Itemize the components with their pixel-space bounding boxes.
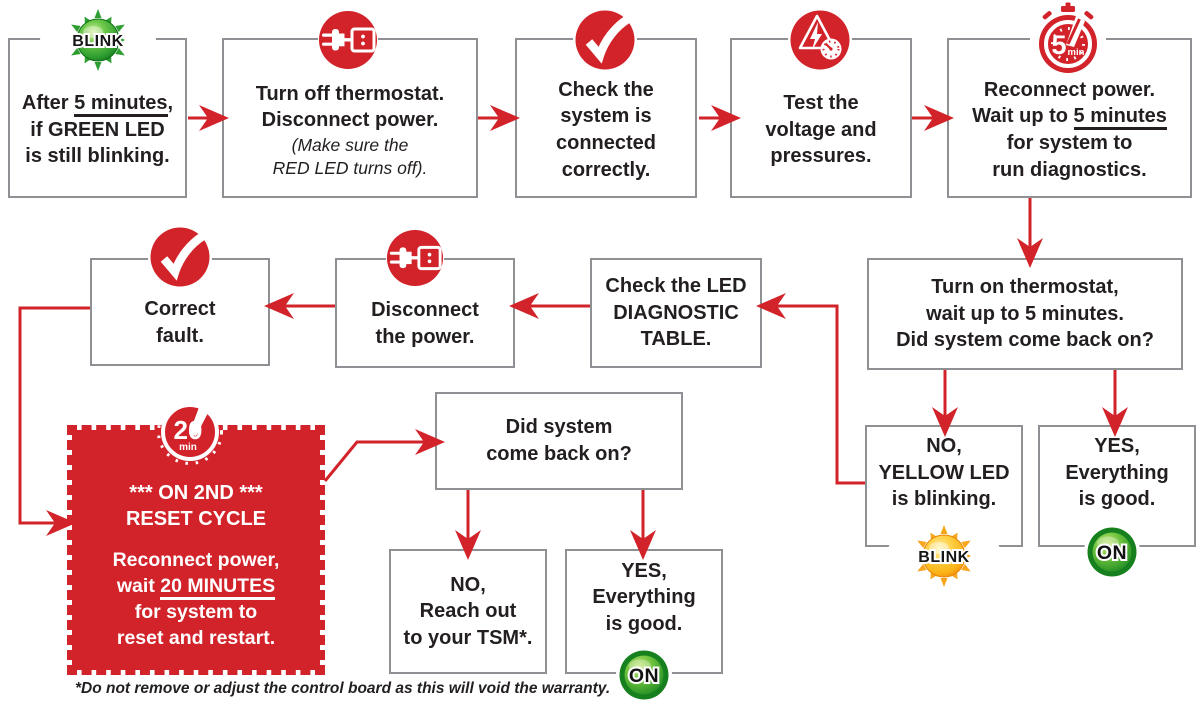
step-text-line: Turn off thermostat.	[255, 82, 445, 105]
svg-text:ON: ON	[1097, 542, 1127, 564]
outcome-yes-good-right: YES, Everything is good.	[1038, 425, 1196, 547]
svg-text:min: min	[1068, 47, 1085, 58]
outcome-yes-good-mid: YES, Everything is good.	[565, 549, 723, 674]
svg-text:BLINK: BLINK	[72, 33, 123, 50]
step-text-line: Wait up to 5 minutes	[972, 103, 1167, 131]
step-text-line: connected	[555, 132, 657, 154]
step-text-line: system is	[560, 105, 652, 128]
step-text-line: run diagnostics.	[992, 158, 1147, 181]
svg-text:ON: ON	[629, 665, 659, 687]
step-text-line: TABLE.	[640, 328, 712, 351]
underlined-text: 5 minutes	[74, 92, 168, 118]
step-text-line: the power.	[375, 326, 475, 348]
step-did-system-come-back: Did system come back on?	[435, 392, 683, 490]
step-text-line-italic: RED LED turns off).	[272, 157, 428, 178]
checkmark-icon	[148, 225, 212, 289]
underlined-text: 20 MINUTES	[160, 574, 276, 600]
step-text-line: Everything	[1065, 461, 1169, 484]
step-text-line: for system to	[1006, 132, 1133, 154]
step-turn-on-thermostat: Turn on thermostat, wait up to 5 minutes…	[867, 258, 1183, 370]
step-text-line: come back on?	[486, 443, 632, 465]
on-led-icon: ON ON	[1084, 524, 1140, 580]
step-test-voltage-pressures: Test the voltage and pressures.	[730, 38, 912, 198]
step-text-line: correctly.	[561, 158, 651, 181]
svg-text:min: min	[179, 442, 197, 453]
step-turn-off-thermostat: Turn off thermostat. Disconnect power. (…	[222, 38, 478, 198]
svg-text:ON: ON	[629, 665, 659, 687]
step-text-line: is blinking.	[891, 488, 997, 511]
svg-text:ON: ON	[1097, 542, 1127, 564]
reset-cycle-title: *** ON 2ND *** RESET CYCLE	[125, 482, 267, 531]
voltage-gauge-icon	[788, 8, 852, 72]
step-text-line: Test the	[783, 92, 859, 115]
svg-text:BLINK: BLINK	[918, 549, 969, 566]
step-disconnect-power: Disconnect the power.	[335, 258, 515, 368]
step-text-line: Reconnect power.	[983, 78, 1156, 101]
reset-cycle-body: Reconnect power, wait 20 MINUTES for sys…	[112, 548, 280, 649]
yellow-blink-icon: BLINK BLINK	[886, 524, 1002, 588]
on-led-icon: ON ON	[616, 647, 672, 703]
svg-text:5: 5	[1051, 30, 1066, 60]
step-text-line: to your TSM*.	[403, 626, 533, 649]
step-text-line: NO,	[450, 573, 486, 596]
step-green-led-blinking: After 5 minutes, if GREEN LED is still b…	[8, 38, 187, 198]
green-blink-icon: BLINK BLINK	[40, 8, 156, 72]
step-text-line: Did system	[505, 416, 613, 439]
step-text-line: if GREEN LED	[30, 118, 165, 141]
step-text-line: Turn on thermostat,	[931, 276, 1119, 299]
step-text-line: Everything	[592, 586, 696, 609]
step-text-line: pressures.	[770, 145, 872, 168]
power-plug-icon	[386, 229, 444, 287]
step-text-line: Disconnect power.	[261, 109, 439, 132]
step-text-line: DIAGNOSTIC	[613, 301, 739, 324]
step-text-line: Correct	[144, 298, 216, 321]
step-text-line: is good.	[1078, 488, 1156, 511]
step-text-line: Check the	[558, 78, 654, 101]
svg-text:BLINK: BLINK	[72, 33, 123, 50]
step-text-line: is good.	[605, 612, 683, 635]
step-text-line: YES,	[621, 559, 667, 582]
power-plug-icon	[318, 10, 378, 70]
step-text-line: voltage and	[765, 118, 877, 141]
step-text-line: After 5 minutes,	[22, 90, 173, 118]
step-text-line: Did system come back on?	[896, 329, 1154, 352]
step-text-line: Disconnect	[371, 299, 479, 322]
step-second-reset-cycle: *** ON 2ND *** RESET CYCLE Reconnect pow…	[67, 425, 325, 675]
step-text-line: YELLOW LED	[878, 461, 1010, 484]
step-check-led-diagnostic-table: Check the LED DIAGNOSTIC TABLE.	[590, 258, 762, 368]
stopwatch-5min-icon: 5 min	[1030, 0, 1106, 80]
warranty-footnote: *Do not remove or adjust the control boa…	[75, 680, 611, 697]
step-text-line: Reach out	[419, 600, 517, 623]
step-text-line: Check the LED	[605, 275, 747, 298]
step-text-line: is still blinking.	[25, 145, 170, 168]
step-text-line: wait up to 5 minutes.	[926, 302, 1124, 325]
svg-text:20: 20	[174, 415, 203, 445]
underlined-text: 5 minutes	[1073, 105, 1167, 131]
step-text-line-italic: (Make sure the	[291, 134, 409, 155]
step-text-line: fault.	[156, 325, 204, 347]
outcome-no-reach-tsm: NO, Reach out to your TSM*.	[389, 549, 547, 674]
step-text-line: NO,	[926, 435, 962, 458]
step-text-line: YES,	[1094, 435, 1140, 458]
stopwatch-20min-icon: 20 min	[150, 386, 230, 470]
checkmark-icon	[573, 8, 637, 72]
svg-text:BLINK: BLINK	[918, 549, 969, 566]
